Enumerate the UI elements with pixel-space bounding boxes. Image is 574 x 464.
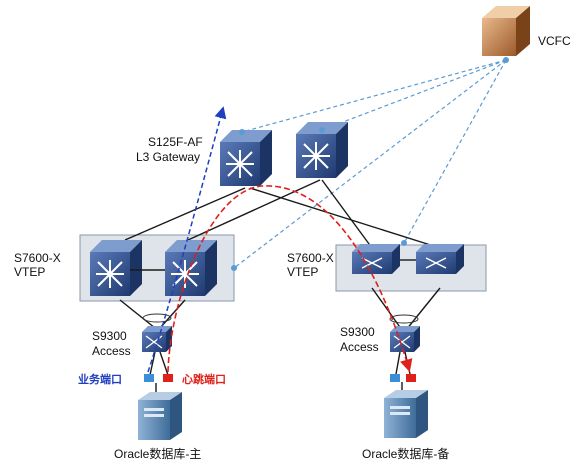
gateway-label-line1: S125F-AF [148, 135, 203, 149]
business-port-icon [144, 374, 154, 382]
business-port-label: 业务端口 [78, 372, 122, 386]
access-left-label-line2: Access [92, 344, 131, 358]
access-right-label-line2: Access [340, 340, 379, 354]
access-left-label-line1: S9300 [92, 329, 127, 343]
control-links [233, 59, 507, 269]
vtep-left-label-line2: VTEP [14, 265, 45, 279]
heartbeat-port-backup-icon [406, 374, 416, 382]
access-switch-right [390, 326, 420, 352]
heartbeat-port-label: 心跳端口 [182, 372, 226, 386]
link-aggregation-left [142, 313, 172, 323]
vtep-right-switch-2 [416, 244, 464, 274]
controller-icon [482, 6, 530, 56]
vtep-left-switch-2 [164, 239, 218, 297]
server-backup-label: Oracle数据库-备 [362, 446, 449, 461]
heartbeat-port-icon [163, 374, 173, 382]
access-right-label-line1: S9300 [340, 325, 375, 339]
access-switch-left [142, 326, 172, 352]
vtep-left-switch-1 [89, 239, 143, 297]
gateway-label-line2: L3 Gateway [136, 150, 200, 164]
vtep-right-label-line1: S7600-X [287, 251, 334, 265]
vtep-right-switch-1 [352, 244, 400, 274]
link-aggregation-right [389, 314, 419, 324]
business-port-backup-icon [390, 374, 400, 382]
server-primary-icon [138, 392, 182, 440]
business-flow [147, 106, 227, 373]
vtep-left-label-line1: S7600-X [14, 251, 61, 265]
physical-links [119, 179, 441, 395]
vcfc-label: VCFC [538, 34, 571, 48]
heartbeat-flow [167, 185, 413, 373]
server-primary-label: Oracle数据库-主 [114, 446, 201, 461]
server-backup-icon [384, 390, 428, 438]
gateway-switch-1 [219, 129, 273, 187]
vtep-right-label-line2: VTEP [287, 265, 318, 279]
